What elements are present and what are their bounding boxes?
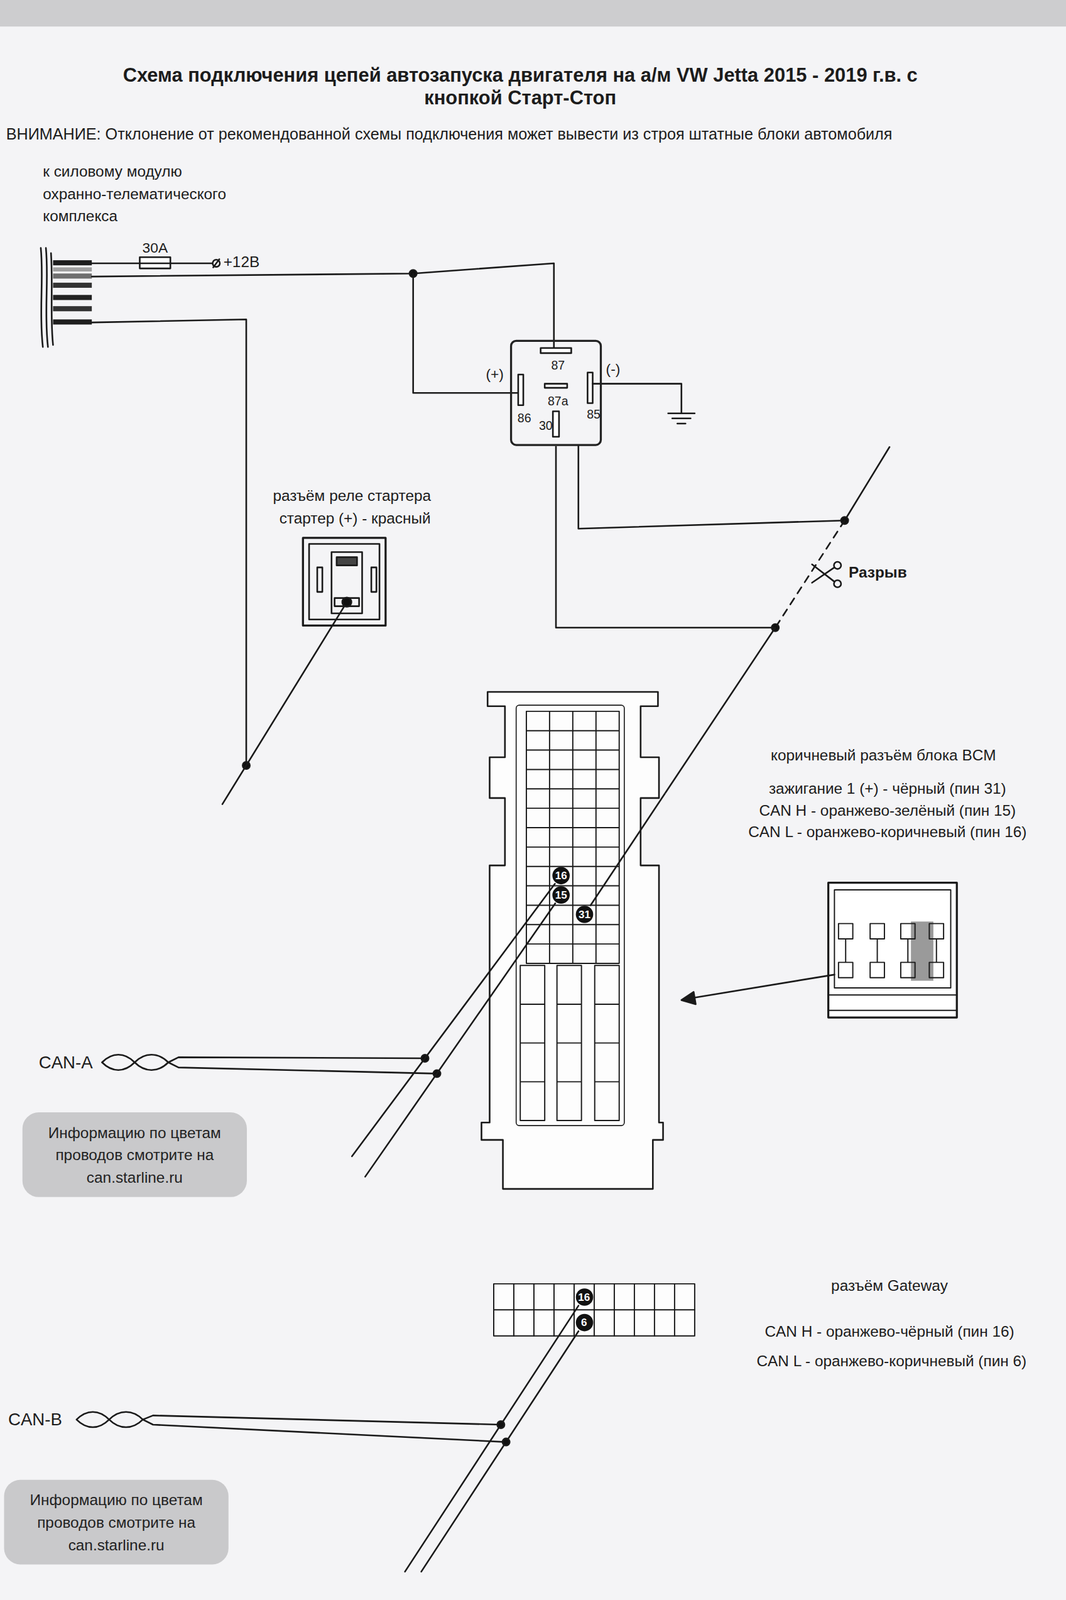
socket-slot	[331, 552, 363, 614]
pin-number: 30	[538, 418, 553, 431]
scissors-icon	[834, 579, 842, 587]
pin-number: 87a	[547, 394, 569, 407]
harness-wire	[52, 266, 92, 271]
twisted-pair	[101, 1054, 169, 1070]
paper-sheet	[0, 26, 1066, 1600]
junction-dot	[502, 1437, 510, 1445]
wire-color-note: CAN L - оранжево-коричневый (пин 6)	[756, 1351, 1027, 1371]
harness-wire	[52, 305, 92, 311]
note-box: Информацию по цветам проводов смотрите н…	[3, 1479, 229, 1565]
wire	[592, 383, 681, 414]
pointer-arrow	[691, 974, 835, 998]
bus-name: CAN-A	[38, 1052, 93, 1074]
connector-picture	[828, 923, 958, 1011]
bus-name: CAN-B	[8, 1409, 63, 1431]
pin-number: 85	[586, 408, 601, 421]
wire	[555, 445, 776, 794]
socket-slot	[371, 567, 377, 592]
relay-contact	[544, 383, 568, 388]
cut-line	[775, 520, 845, 628]
socket-slot	[336, 557, 357, 566]
wire	[413, 273, 519, 393]
wire	[91, 263, 555, 349]
wire-color-note: CAN H - оранжево-чёрный (пин 16)	[764, 1322, 1014, 1341]
relay-contact	[552, 410, 560, 437]
wire	[222, 601, 347, 805]
connector-cells	[493, 1283, 695, 1336]
wire-color-note: CAN H - оранжево-зелёный (пин 15)	[758, 800, 1016, 820]
relay-contact	[587, 372, 593, 404]
note-box: Информацию по цветам проводов смотрите н…	[22, 1111, 247, 1197]
note-text: Информацию по цветам проводов смотрите н…	[14, 1488, 219, 1555]
supply-voltage: +12В	[223, 253, 261, 272]
wire	[351, 883, 556, 1176]
relay-contact	[518, 374, 524, 406]
connector-label: коричневый разъём блока BCM	[770, 745, 996, 764]
junction-dot	[342, 597, 352, 607]
connector-housing	[481, 691, 663, 1189]
fuse-symbol	[139, 256, 171, 269]
twisted-pair	[76, 1411, 144, 1427]
harness-wire	[52, 282, 92, 288]
connector-block: 166	[493, 1283, 695, 1336]
terminal-symbol	[212, 259, 220, 267]
pin-number: 86	[517, 412, 532, 425]
wire-color-note: зажигание 1 (+) - чёрный (пин 31)	[768, 779, 1007, 798]
note-text: Информацию по цветам проводов смотрите н…	[32, 1121, 237, 1188]
fuse-symbol	[139, 262, 171, 265]
connector-label: разъём реле стартера	[272, 486, 431, 506]
junction-dot	[497, 1420, 505, 1428]
pin-number: 31	[576, 905, 594, 923]
connector-picture	[910, 920, 934, 980]
wire	[578, 445, 890, 529]
relay-box: 87 87a 86 30 85	[510, 339, 602, 446]
warning-note: ВНИМАНИЕ: Отклонение от рекомендованной …	[6, 125, 893, 144]
connector-picture	[828, 882, 958, 1018]
wire	[91, 262, 213, 265]
connector-cells	[520, 964, 620, 1121]
relay-socket	[302, 537, 386, 626]
connector-cells	[493, 1283, 695, 1336]
pin-number: 16	[552, 866, 570, 885]
pin-number: 6	[575, 1313, 593, 1332]
connector-label: разъём Gateway	[831, 1276, 948, 1295]
polarity-mark: (+)	[485, 365, 504, 383]
harness-cable	[40, 248, 53, 348]
diagram-title: Схема подключения цепей автозапуска двиг…	[96, 64, 944, 109]
pin-number: 87	[550, 359, 565, 372]
wire-color-note: стартер (+) - красный	[279, 508, 431, 528]
pointer-arrow	[681, 991, 697, 1004]
harness-wire	[52, 260, 92, 266]
terminal-symbol	[212, 258, 220, 267]
pin-number: 16	[575, 1287, 593, 1306]
wire-color-note: CAN L - оранжево-коричневый (пин 16)	[748, 822, 1027, 841]
harness-wire	[52, 273, 92, 279]
connector-block: 1615 31	[479, 688, 666, 1191]
wire	[590, 792, 666, 906]
module-label: к силовому модулю охранно-телематическог…	[42, 160, 233, 228]
harness-wire	[52, 294, 92, 300]
harness-wire	[52, 319, 92, 325]
wire	[168, 1056, 438, 1073]
wire	[142, 1414, 506, 1442]
pin-number: 15	[552, 885, 570, 904]
scissors-icon	[812, 564, 835, 583]
fuse-rating: 30A	[142, 239, 168, 257]
relay-socket	[309, 543, 380, 620]
wire	[91, 319, 247, 766]
polarity-mark: (-)	[606, 360, 621, 378]
cut-label: Разрыв	[848, 562, 908, 582]
connector-housing	[516, 704, 625, 1126]
socket-slot	[317, 567, 323, 592]
relay-contact	[540, 348, 572, 354]
ground-symbol	[668, 413, 695, 424]
socket-slot	[334, 598, 360, 607]
scissors-icon	[834, 561, 842, 569]
